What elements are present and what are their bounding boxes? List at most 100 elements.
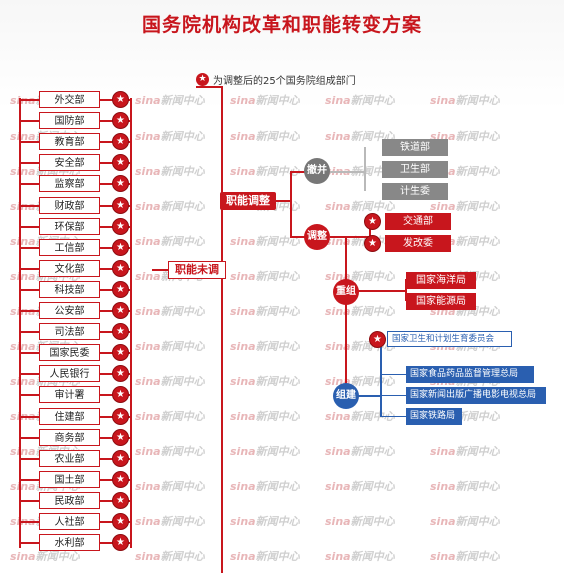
dept-tick — [19, 352, 40, 355]
dept-bracket-tick — [126, 141, 132, 144]
merge-item-1: 卫生部 — [382, 161, 448, 178]
star-icon: ★ — [112, 196, 129, 214]
watermark: sina新闻中心 — [325, 92, 395, 108]
watermark-text: 新闻中心 — [455, 235, 500, 248]
watermark-brand: sina — [10, 480, 36, 493]
dept-star-link — [99, 120, 113, 123]
dept-star-link — [99, 267, 113, 270]
dept-box: 商务部 — [39, 428, 100, 446]
watermark: sina新闻中心 — [135, 373, 205, 389]
watermark-brand: sina — [135, 375, 161, 388]
merge-out-line — [330, 171, 366, 173]
dept-bracket-tick — [126, 542, 132, 545]
watermark: sina新闻中心 — [135, 163, 205, 179]
watermark: sina新闻中心 — [430, 443, 500, 459]
star-icon: ★ — [112, 154, 129, 172]
watermark-text: 新闻中心 — [255, 130, 300, 143]
watermark: sina新闻中心 — [135, 408, 205, 424]
form-line-2 — [380, 395, 407, 396]
watermark-text: 新闻中心 — [35, 550, 80, 563]
dept-box: 教育部 — [39, 133, 100, 151]
watermark: sina新闻中心 — [10, 548, 80, 564]
star-icon: ★ — [369, 331, 386, 348]
reorg-node: 重组 — [333, 279, 359, 305]
watermark-text: 新闻中心 — [455, 94, 500, 107]
watermark: sina新闻中心 — [430, 92, 500, 108]
dept-tick — [19, 267, 40, 270]
dept-bracket-tick — [126, 288, 132, 291]
unchanged-label: 职能未调 — [168, 261, 226, 279]
watermark-text: 新闻中心 — [255, 375, 300, 388]
dept-tick — [19, 225, 40, 228]
watermark-brand: sina — [430, 480, 456, 493]
dept-star-link — [99, 542, 113, 545]
dept-bracket-tick — [126, 310, 132, 312]
watermark-text: 新闻中心 — [350, 480, 395, 493]
dept-box: 人社部 — [39, 513, 100, 530]
dept-tick — [19, 542, 40, 545]
watermark-brand: sina — [135, 165, 161, 178]
dept-tick — [19, 99, 40, 101]
dept-star-link — [99, 373, 113, 376]
watermark-brand: sina — [135, 410, 161, 423]
main-trunk-line — [221, 87, 223, 573]
dept-bracket-tick — [126, 521, 132, 523]
left-bracket-line — [19, 98, 21, 548]
watermark: sina新闻中心 — [325, 268, 395, 284]
dept-star-link — [99, 352, 113, 355]
watermark-text: 新闻中心 — [455, 550, 500, 563]
tune-item-1: 发改委 — [385, 235, 451, 252]
dept-star-link — [99, 331, 113, 334]
dept-bracket-tick — [126, 162, 132, 165]
watermark: sina新闻中心 — [230, 338, 300, 354]
page-title: 国务院机构改革和职能转变方案 — [141, 14, 422, 36]
watermark-brand: sina — [135, 305, 161, 318]
watermark-brand: sina — [325, 305, 351, 318]
dept-bracket-tick — [126, 394, 132, 397]
form-node: 组建 — [333, 383, 359, 409]
watermark-text: 新闻中心 — [350, 375, 395, 388]
dept-bracket-tick — [126, 352, 132, 355]
watermark-text: 新闻中心 — [160, 235, 205, 248]
watermark: sina新闻中心 — [230, 373, 300, 389]
watermark-text: 新闻中心 — [455, 130, 500, 143]
watermark: sina新闻中心 — [430, 548, 500, 564]
dept-box: 文化部 — [39, 259, 100, 277]
watermark: sina新闻中心 — [325, 408, 395, 424]
form-out-line — [357, 395, 382, 397]
watermark-brand: sina — [230, 375, 256, 388]
watermark-brand: sina — [325, 235, 351, 248]
dept-tick — [19, 521, 40, 523]
watermark-text: 新闻中心 — [160, 340, 205, 353]
dept-bracket-tick — [126, 120, 132, 123]
star-icon: ★ — [112, 133, 129, 151]
watermark-brand: sina — [10, 550, 36, 563]
watermark-brand: sina — [430, 94, 456, 107]
dept-tick — [19, 246, 40, 249]
watermark: sina新闻中心 — [325, 198, 395, 214]
watermark-text: 新闻中心 — [455, 200, 500, 213]
watermark: sina新闻中心 — [135, 338, 205, 354]
watermark-brand: sina — [135, 445, 161, 458]
adjust-branch-line — [290, 171, 292, 237]
watermark-brand: sina — [135, 340, 161, 353]
dept-star-link — [99, 288, 113, 291]
form-line-3 — [380, 416, 407, 417]
watermark: sina新闻中心 — [325, 303, 395, 319]
watermark: sina新闻中心 — [230, 303, 300, 319]
watermark: sina新闻中心 — [430, 478, 500, 494]
watermark: sina新闻中心 — [325, 443, 395, 459]
star-icon: ★ — [112, 302, 129, 319]
dept-box: 审计署 — [39, 386, 100, 404]
star-icon: ★ — [112, 238, 129, 256]
watermark: sina新闻中心 — [230, 408, 300, 424]
watermark-text: 新闻中心 — [350, 305, 395, 318]
watermark-brand: sina — [230, 165, 256, 178]
star-icon: ★ — [112, 323, 129, 341]
dept-box: 住建部 — [39, 407, 100, 425]
merge-item-2: 计生委 — [382, 183, 448, 200]
watermark-text: 新闻中心 — [160, 375, 205, 388]
dept-tick — [19, 394, 40, 397]
dept-star-link — [99, 457, 113, 460]
watermark-text: 新闻中心 — [160, 200, 205, 213]
